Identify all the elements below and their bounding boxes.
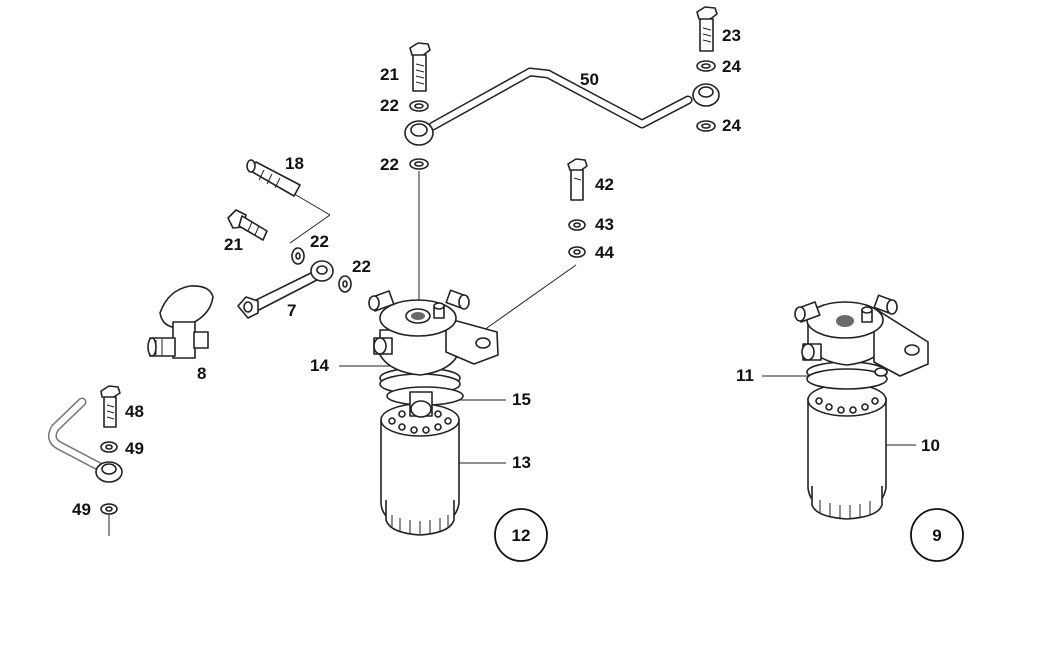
variant-marker-9-label: 9	[932, 526, 941, 545]
washers	[100, 60, 716, 515]
valve-18	[246, 159, 301, 197]
canister-holes-9	[815, 397, 879, 414]
fuel-filter-12	[368, 289, 499, 536]
label-11: 11	[736, 366, 754, 385]
label-42: 42	[595, 175, 614, 194]
variant-marker-12-label: 12	[512, 526, 531, 545]
banjo-bolt-23	[696, 6, 718, 52]
banjo-bolt-48	[100, 385, 121, 428]
label-10: 10	[921, 436, 940, 455]
canister-holes	[388, 410, 452, 434]
label-49-a: 49	[125, 439, 144, 458]
label-22-left-a: 22	[310, 232, 329, 251]
banjo-fitting-left	[404, 120, 434, 146]
label-24-b: 24	[722, 116, 741, 135]
label-14: 14	[310, 356, 329, 375]
hose-left	[47, 397, 123, 483]
label-22-top-a: 22	[380, 96, 399, 115]
fuel-line-50	[428, 67, 693, 131]
label-21-top: 21	[380, 65, 399, 84]
leader-lines	[108, 171, 916, 536]
label-43: 43	[595, 215, 614, 234]
fuel-filter-9	[794, 294, 929, 520]
label-44: 44	[595, 243, 614, 262]
label-8: 8	[197, 364, 206, 383]
label-15: 15	[512, 390, 531, 409]
variant-marker-12: 12	[494, 508, 548, 562]
banjo-bolt-21-left	[227, 209, 268, 241]
label-22-top-b: 22	[380, 155, 399, 174]
banjo-fitting-right	[692, 83, 720, 107]
label-48: 48	[125, 402, 144, 421]
label-50: 50	[580, 70, 599, 89]
variant-marker-9: 9	[910, 508, 964, 562]
shutoff-valve-8	[147, 285, 214, 359]
label-24-a: 24	[722, 57, 741, 76]
label-21-left: 21	[224, 235, 243, 254]
label-13: 13	[512, 453, 531, 472]
part-labels: 18 21 22 22 7 8 21 22 22 50 23 24 24 42 …	[72, 26, 940, 519]
label-23: 23	[722, 26, 741, 45]
label-7: 7	[287, 301, 296, 320]
label-18: 18	[285, 154, 304, 173]
banjo-bolt-21-top	[409, 42, 431, 92]
label-22-left-b: 22	[352, 257, 371, 276]
bolt-42	[567, 158, 588, 201]
label-49-b: 49	[72, 500, 91, 519]
hollow-bolt-7	[237, 260, 334, 319]
